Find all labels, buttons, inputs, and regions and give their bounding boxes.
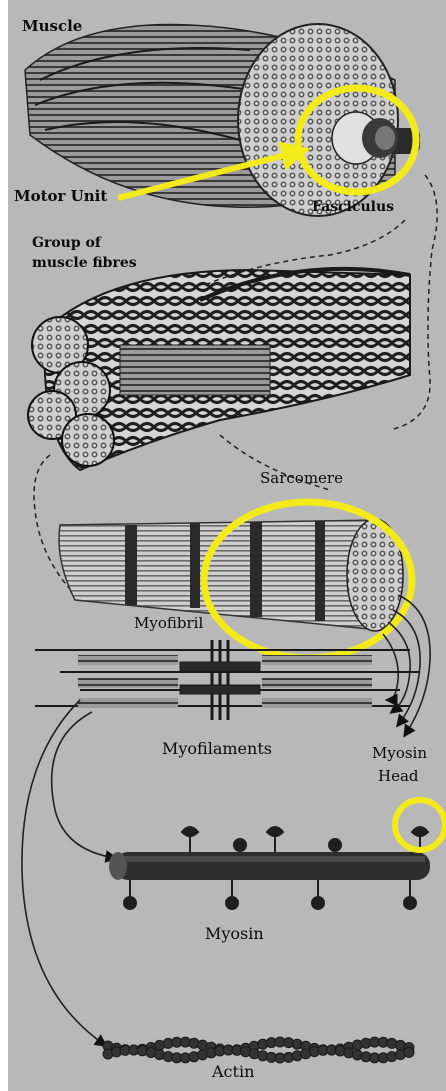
label-actin: Actin <box>212 1063 254 1081</box>
actin-bead <box>404 1047 414 1057</box>
label-myofibril: Myofibril <box>134 615 203 632</box>
label-group-of-fibres-line2: muscle fibres <box>32 256 137 271</box>
left-border <box>0 0 8 1091</box>
label-group-of-fibres-line1: Group of <box>32 236 101 251</box>
label-motor-unit: Motor Unit <box>14 188 107 205</box>
label-fasciculus: Fasciculus <box>312 200 394 215</box>
label-sarcomere: Sarcomere <box>260 470 343 487</box>
label-muscle: Muscle <box>22 18 82 35</box>
label-myofilaments: Myofilaments <box>162 740 272 758</box>
label-myosin: Myosin <box>205 925 264 943</box>
label-myosin-head-line2: Head <box>378 768 419 785</box>
label-myosin-head-line1: Myosin <box>372 745 427 762</box>
myosin-illustration <box>109 852 430 880</box>
